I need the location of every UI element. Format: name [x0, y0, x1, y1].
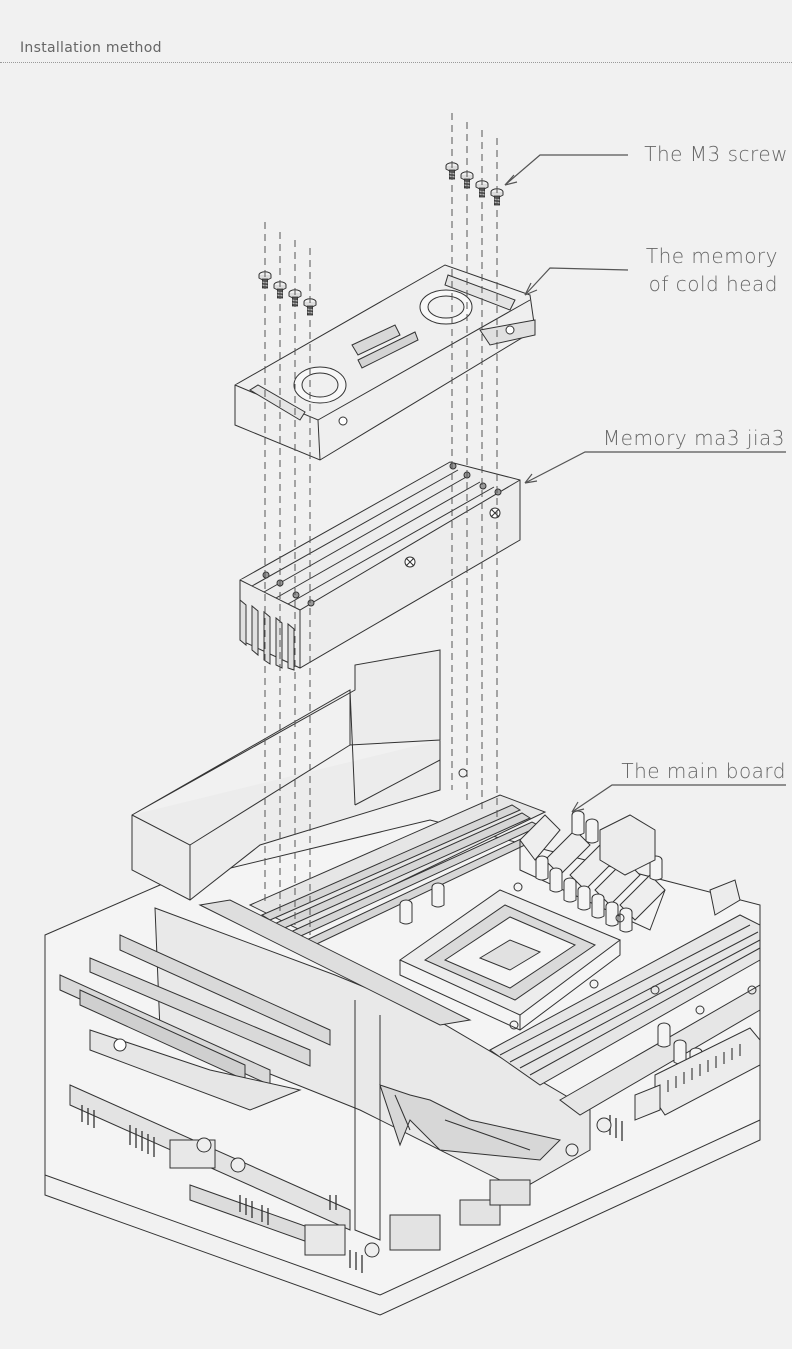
label-memory-vest: Memory ma3 jia3 [602, 426, 785, 450]
page-header: Installation method [0, 0, 792, 63]
label-cold-head-line1: The memory [645, 244, 778, 268]
main-board [44, 649, 761, 1316]
label-main-board: The main board [621, 759, 786, 783]
memory-cold-head [234, 264, 536, 461]
label-m3-screw: The M3 screw [644, 142, 788, 166]
memory-vest-heatsink [239, 461, 521, 671]
alignment-lines [264, 113, 498, 935]
label-cold-head-line2: of cold head [648, 272, 778, 296]
callout-leaders [504, 154, 786, 813]
page-title: Installation method [20, 40, 162, 56]
